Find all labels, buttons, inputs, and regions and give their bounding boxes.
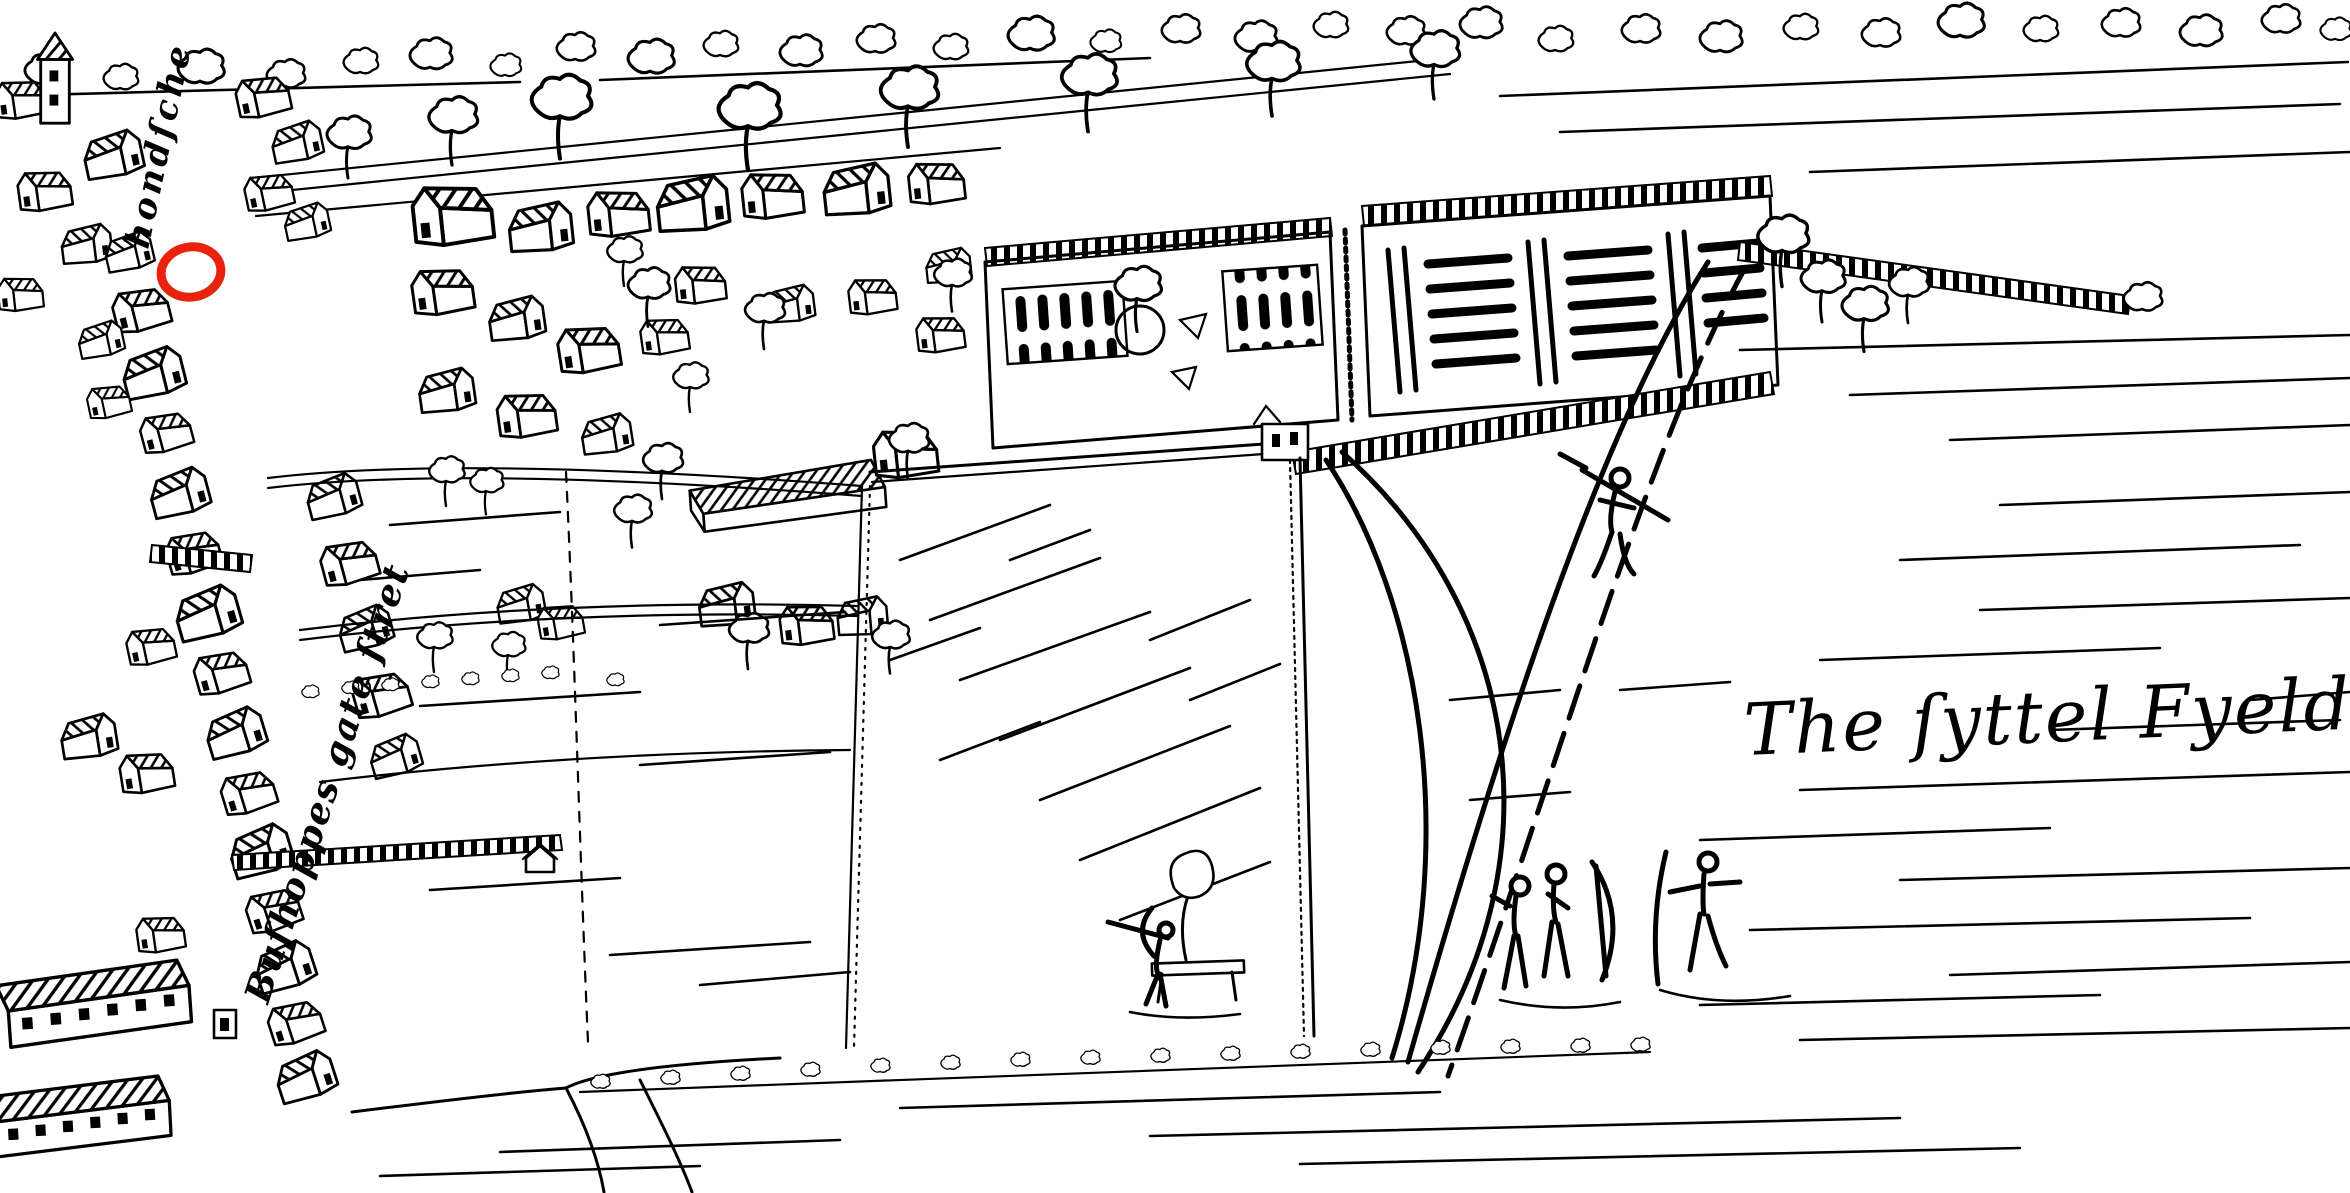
walking-archer-on-path xyxy=(1557,451,1671,579)
highlight-ring-annotation xyxy=(156,242,226,302)
back-fence-west xyxy=(148,543,254,574)
spital-priory-buildings xyxy=(408,158,972,649)
street-houses-east xyxy=(232,70,424,781)
northeast-fence xyxy=(1736,240,2132,316)
group-of-archers xyxy=(1489,859,1622,1009)
spital-field xyxy=(1448,333,2350,1042)
street-houses-west xyxy=(0,31,339,1160)
standing-archer-with-bow xyxy=(1652,849,1792,1003)
walled-field xyxy=(844,404,1316,1050)
bench-and-tree xyxy=(1150,849,1246,1004)
row-houses xyxy=(0,1073,174,1160)
tree-lined-lane xyxy=(250,31,1460,218)
field-paths xyxy=(1323,259,1748,1079)
garden-long-beds xyxy=(1385,229,1699,395)
field-label: The ſyttel Fyeld xyxy=(1742,662,2350,772)
middle-fields xyxy=(230,236,972,1044)
church-tower xyxy=(35,31,75,125)
enclosure-shading xyxy=(888,503,1282,922)
round-garden-bed xyxy=(1114,304,1166,356)
garden-paling-fence xyxy=(1290,370,1776,476)
formal-gardens xyxy=(983,174,2164,476)
corner-gatehouse xyxy=(1252,404,1310,462)
bottom-lane xyxy=(350,1036,2022,1193)
garden-divider-hedge xyxy=(1342,227,1355,423)
archer-drawing-bow xyxy=(1105,905,1176,1009)
street-bars-gate xyxy=(212,1008,238,1040)
east-wall xyxy=(1298,456,1316,1038)
garden-bar-beds xyxy=(1423,238,1769,369)
top-hedgerow xyxy=(0,1,2350,174)
row-houses xyxy=(0,957,195,1050)
